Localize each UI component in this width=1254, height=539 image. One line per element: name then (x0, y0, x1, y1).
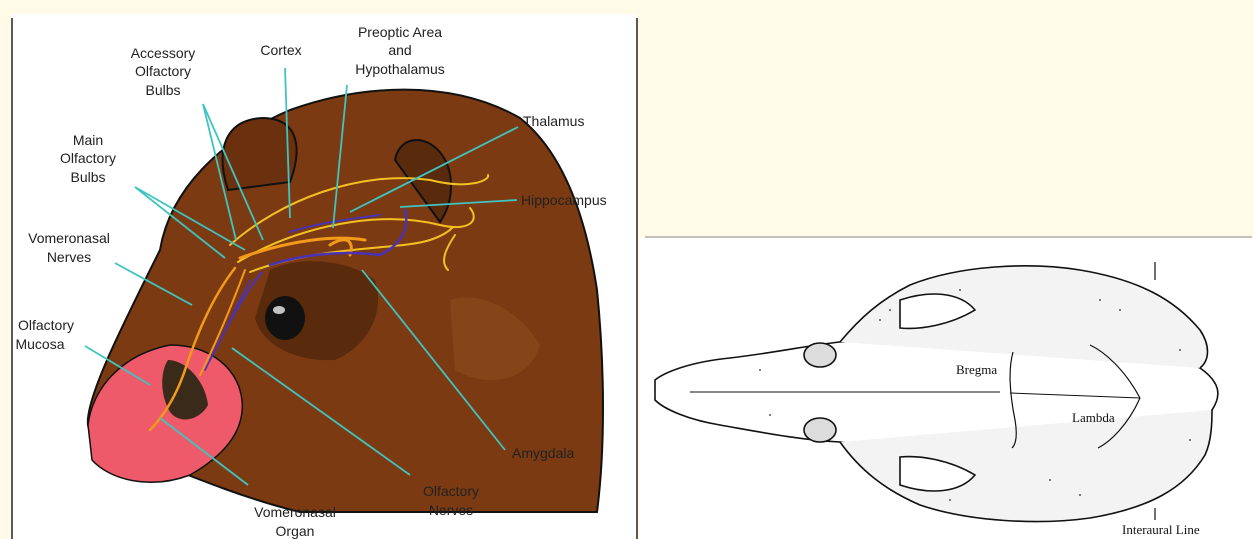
label-main-olfactory-line1: Main (73, 132, 103, 148)
skull-drawing (655, 262, 1218, 522)
label-olfactory-mucosa-line1: Olfactory (18, 317, 74, 333)
label-olfactory-nerves-line1: Olfactory (423, 483, 479, 499)
left-ear (223, 118, 297, 190)
label-cortex: Cortex (260, 42, 301, 58)
label-olfactory-nerves-line2: Nerves (429, 502, 473, 518)
label-preoptic-line2: and (388, 42, 411, 58)
label-bregma: Bregma (956, 362, 997, 377)
label-main-olfactory-line2: Olfactory (60, 150, 116, 166)
label-accessory-line1: Accessory (131, 45, 196, 61)
label-vomeronasal-organ-line2: Organ (276, 523, 315, 539)
label-main-olfactory-line3: Bulbs (70, 169, 105, 185)
label-olfactory-mucosa-line2: Mucosa (15, 336, 64, 352)
label-preoptic-line1: Preoptic Area (358, 24, 442, 40)
label-accessory-line3: Bulbs (145, 82, 180, 98)
nasal-opening-upper (804, 343, 836, 367)
label-interaural-line: Interaural Line (1122, 522, 1200, 537)
eye (265, 296, 305, 340)
label-vomeronasal-nerves-line2: Nerves (47, 249, 91, 265)
label-hippocampus: Hippocampus (521, 192, 607, 208)
label-lambda: Lambda (1072, 410, 1115, 425)
eye-highlight (273, 306, 285, 314)
label-preoptic-line3: Hypothalamus (355, 61, 445, 77)
nasal-opening-lower (804, 418, 836, 442)
label-accessory-line2: Olfactory (135, 63, 191, 79)
label-amygdala: Amygdala (512, 445, 574, 461)
label-vomeronasal-organ-line1: Vomeronasal (254, 504, 336, 520)
label-thalamus: Thalamus (523, 113, 584, 129)
label-vomeronasal-nerves-line1: Vomeronasal (28, 230, 110, 246)
